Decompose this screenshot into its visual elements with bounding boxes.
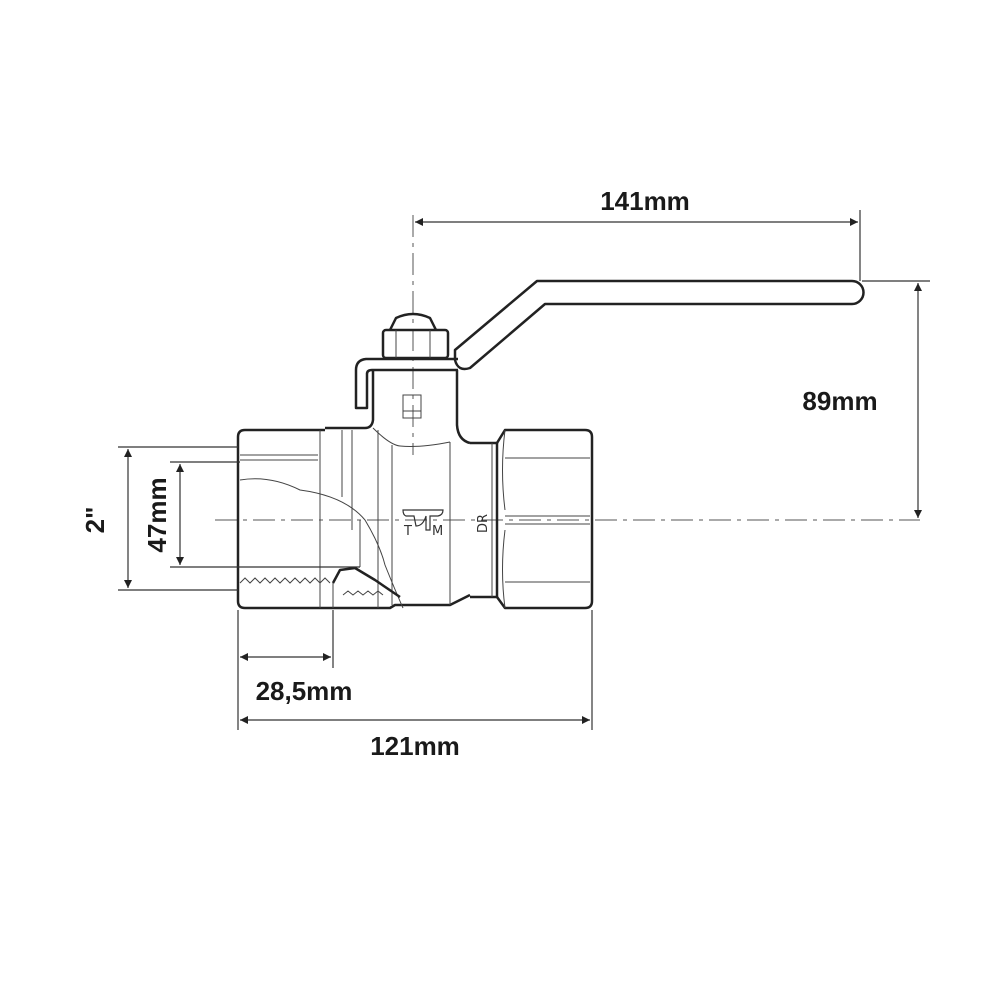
valve-body <box>236 370 594 610</box>
dim-handle-length: 141mm <box>600 186 690 216</box>
stop-plate <box>354 357 458 410</box>
stem-nut <box>381 312 450 360</box>
dim-inner-diameter: 47mm <box>142 477 172 552</box>
dim-thread-size: 2" <box>80 507 110 534</box>
center-lines <box>215 215 920 521</box>
dimensions: 141mm 89mm 2" 47mm 28,5mm 121mm <box>80 186 930 761</box>
dim-thread-depth: 28,5mm <box>256 676 353 706</box>
body-markings: T M DR <box>402 509 491 539</box>
dim-total-length: 121mm <box>370 731 460 761</box>
logo-icon <box>402 509 444 531</box>
logo-m: M <box>432 524 443 539</box>
marking-dr: DR <box>476 514 491 533</box>
logo-t: T <box>403 524 412 539</box>
lever-handle <box>453 279 865 371</box>
dim-height: 89mm <box>802 386 877 416</box>
